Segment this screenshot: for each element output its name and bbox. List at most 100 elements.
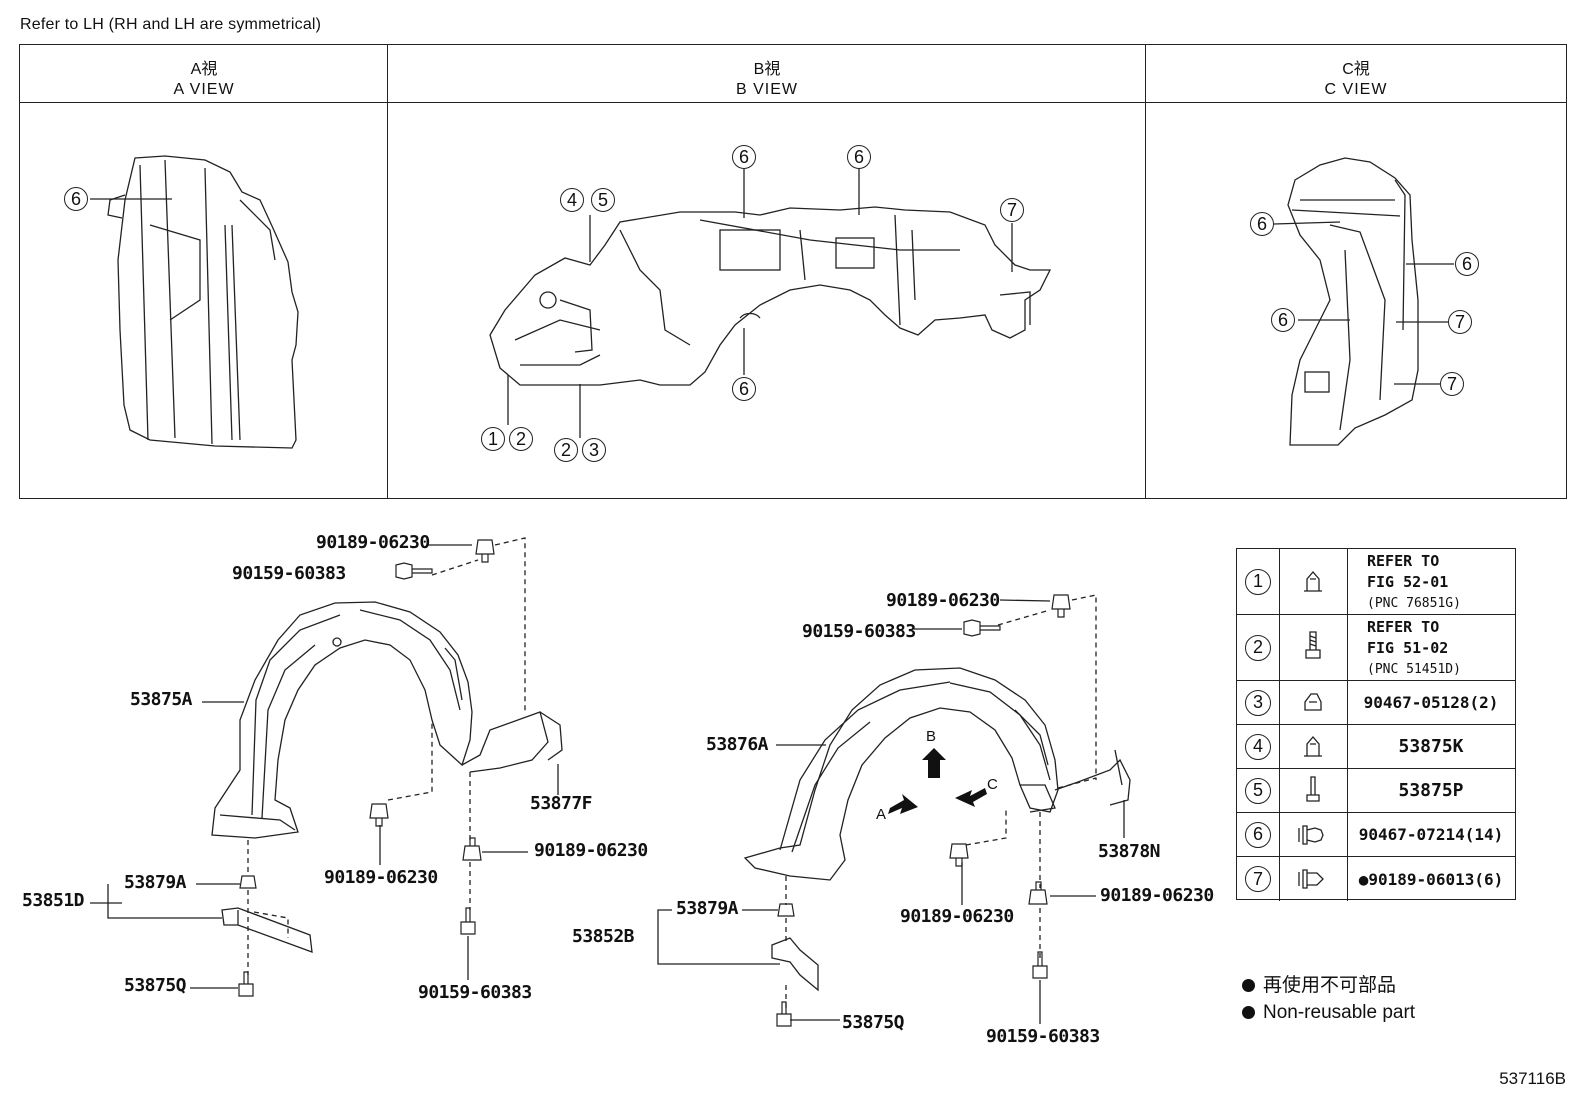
right-part-label: 53879A: [676, 898, 739, 919]
nut-clip-icon: [1279, 681, 1348, 724]
right-part-label: 90159-60383: [802, 621, 916, 642]
views-table: A視 A VIEW B視 B VIEW C視 C VIEW: [19, 44, 1567, 499]
bolt-icon: [460, 907, 476, 935]
view-a-jp: A視: [190, 61, 218, 78]
callout-b-6: 6: [732, 145, 756, 169]
label-leader-lines: [90, 168, 1454, 1024]
legend-row: 3 90467-05128(2): [1237, 681, 1515, 725]
legend-text-line: FIG 52-01: [1367, 573, 1449, 591]
clip-icon: [1279, 549, 1348, 614]
view-c-jp: C視: [1342, 61, 1370, 78]
legend-row: 5 53875P: [1237, 769, 1515, 813]
callout-b-6: 6: [847, 145, 871, 169]
bolt-icon: [395, 562, 433, 580]
right-part-label: 53875Q: [842, 1012, 905, 1033]
clip-icon: [777, 903, 795, 917]
legend-row: 6 90467-07214(14): [1237, 813, 1515, 857]
push-rivet-icon: [949, 843, 969, 867]
view-header-a: A視 A VIEW: [20, 45, 388, 103]
legend-number: 1: [1245, 568, 1271, 595]
callout-b-6: 6: [732, 377, 756, 401]
view-b-en: B VIEW: [735, 81, 798, 98]
right-part-label: 90189-06230: [886, 590, 1000, 611]
callout-c-6: 6: [1271, 308, 1295, 332]
left-part-label: 90159-60383: [232, 563, 346, 584]
left-part-label: 53875A: [130, 689, 193, 710]
legend-number: 3: [1245, 689, 1271, 716]
reference-note: Refer to LH (RH and LH are symmetrical): [20, 16, 322, 33]
screw-icon: [1279, 769, 1348, 812]
legend-row: 4 53875K: [1237, 725, 1515, 769]
callout-b-2: 2: [509, 427, 533, 451]
push-clip-icon: [1279, 857, 1348, 901]
legend-part-number: ●90189-06013(6): [1358, 869, 1504, 889]
push-rivet-icon: [1051, 594, 1071, 618]
right-part-label: 90189-06230: [900, 906, 1014, 927]
callout-b-7: 7: [1000, 198, 1024, 222]
a-view-liner-drawing: [107, 155, 299, 449]
right-part-label: 53876A: [706, 734, 769, 755]
view-arrow-label-c: C: [987, 776, 998, 793]
view-divider: [1145, 45, 1146, 498]
callout-b-3: 3: [582, 438, 606, 462]
legend-text-line: REFER TO: [1367, 618, 1440, 636]
callout-b-5: 5: [591, 188, 615, 212]
push-rivet-icon: [462, 837, 482, 861]
right-fender-liner-drawing: [743, 667, 1131, 881]
legend-part-number: 90467-07214(14): [1358, 825, 1504, 844]
view-arrow-label-a: A: [876, 806, 887, 823]
legend-part-number: 53875P: [1398, 780, 1464, 801]
rivet-clip-icon: [1279, 813, 1348, 856]
bracket-53852B-drawing: [771, 937, 819, 992]
legend-number: 2: [1245, 634, 1271, 661]
right-part-label: 53878N: [1098, 841, 1161, 862]
left-part-label: 53879A: [124, 872, 187, 893]
arrow-b-icon: [922, 748, 946, 778]
callout-b-2: 2: [554, 438, 578, 462]
callout-b-4: 4: [560, 188, 584, 212]
legend-number: 4: [1245, 733, 1271, 760]
fastener-icons: [238, 539, 1071, 1027]
push-rivet-icon: [369, 803, 389, 827]
callout-b-1: 1: [481, 427, 505, 451]
right-part-label: 90189-06230: [1100, 885, 1214, 906]
bullet-dot-icon: [1242, 1006, 1255, 1020]
right-part-label: 53852B: [572, 926, 635, 947]
bolt-icon: [963, 619, 1001, 637]
b-view-liner-drawing: [489, 206, 1052, 386]
callout-c-7: 7: [1448, 310, 1472, 334]
nonreusable-jp: 再使用不可部品: [1263, 975, 1397, 996]
figure-id: 537116B: [1499, 1069, 1566, 1088]
legend-text-line: (PNC 51451D): [1367, 662, 1461, 677]
bolt-icon: [238, 971, 254, 997]
clip-icon: [1279, 725, 1348, 768]
bolt-icon: [776, 1001, 792, 1027]
push-rivet-icon: [1028, 881, 1048, 905]
screw-icon: [1279, 615, 1348, 680]
clip-icon: [239, 875, 257, 889]
legend-part-number: 53875K: [1398, 736, 1464, 757]
left-part-label: 90189-06230: [324, 867, 438, 888]
left-fender-liner-drawing: [211, 601, 563, 839]
c-view-liner-drawing: [1287, 157, 1419, 446]
legend-text-line: REFER TO: [1367, 552, 1440, 570]
push-rivet-icon: [475, 539, 495, 563]
view-a-en: A VIEW: [173, 81, 235, 98]
left-part-label: 53851D: [22, 890, 85, 911]
callout-c-7: 7: [1440, 372, 1464, 396]
legend-part-number: 90467-05128(2): [1363, 693, 1499, 712]
bullet-dot-icon: [1242, 979, 1255, 993]
arrow-c-icon: [955, 788, 987, 807]
legend-row: 7 ●90189-06013(6): [1237, 857, 1515, 901]
view-c-en: C VIEW: [1324, 81, 1388, 98]
arrow-a-icon: [888, 794, 918, 814]
callout-c-6: 6: [1455, 252, 1479, 276]
bracket-53851D-drawing: [221, 907, 313, 953]
left-part-label: 90159-60383: [418, 982, 532, 1003]
view-arrows: [888, 748, 987, 814]
view-arrow-label-b: B: [926, 728, 937, 745]
left-part-label: 90189-06230: [534, 840, 648, 861]
